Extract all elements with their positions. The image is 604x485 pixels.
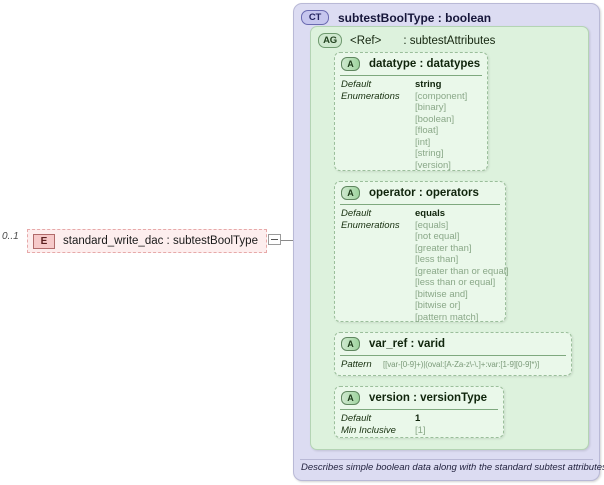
property-value: [1]: [415, 424, 426, 436]
enumeration-item: [float]: [415, 125, 439, 136]
attribute-name: datatype : datatypes: [369, 58, 481, 70]
complextype-documentation: Describes simple boolean data along with…: [301, 462, 604, 473]
enumeration-item: [boolean]: [415, 113, 455, 125]
enumeration-item: [greater than]: [415, 242, 472, 254]
property-min-inclusive: Min Inclusive [1]: [341, 425, 497, 437]
attribute-name: var_ref : varid: [369, 338, 446, 350]
enumeration-item: [not equal]: [415, 231, 460, 242]
property-label: Pattern: [341, 359, 372, 370]
attribute-box-var-ref[interactable]: A var_ref : varid Pattern [[var-[0-9]+)|…: [334, 332, 572, 376]
enumeration-item: [int]: [415, 136, 431, 148]
property-label: Min Inclusive: [341, 424, 396, 436]
property-value: string: [415, 79, 442, 90]
enumeration-item: [version]: [415, 159, 451, 171]
complextype-header: CT subtestBoolType : boolean: [301, 10, 491, 25]
attribute-badge-icon: A: [341, 186, 360, 200]
complextype-badge-icon: CT: [301, 10, 329, 25]
attribute-body: Pattern [[var-[0-9]+)|(oval:[A-Za-z\-\.]…: [335, 355, 571, 376]
attribute-header: A version : versionType: [335, 387, 503, 409]
attribute-group-header: AG <Ref> : subtestAttributes: [318, 33, 495, 48]
property-label: Default: [341, 413, 372, 424]
property-label: Default: [341, 208, 372, 219]
attribute-badge-icon: A: [341, 391, 360, 405]
property-enumerations: Enumerations [component]: [341, 91, 481, 103]
property-value: equals: [415, 208, 446, 219]
attribute-badge-icon: A: [341, 57, 360, 71]
attribute-header: A operator : operators: [335, 182, 505, 204]
property-label: Default: [341, 79, 372, 90]
divider: [340, 75, 482, 76]
property-value: [[var-[0-9]+)|(oval:[A-Za-z\-\.]+:var:[1…: [383, 360, 540, 369]
property-value: [equals]: [415, 219, 449, 231]
enumeration-item: [pattern match]: [415, 311, 479, 323]
attribute-box-version[interactable]: A version : versionType Default 1 Min In…: [334, 386, 504, 438]
attribute-group-ref: <Ref>: [350, 34, 382, 47]
collapse-minus-icon[interactable]: [268, 234, 281, 245]
element-label: standard_write_dac : subtestBoolType: [63, 235, 258, 247]
enumeration-list: [not equal] [greater than] [less than] […: [415, 231, 509, 323]
attribute-name: version : versionType: [369, 392, 488, 404]
attribute-header: A var_ref : varid: [335, 333, 571, 355]
enumeration-item: [binary]: [415, 102, 447, 113]
property-default: Default equals: [341, 208, 499, 220]
enumeration-item: [bitwise and]: [415, 288, 468, 300]
attributegroup-badge-icon: AG: [318, 33, 342, 48]
property-value: 1: [415, 413, 421, 424]
attribute-body: Default equals Enumerations [equals] [no…: [335, 204, 509, 328]
attribute-box-operator[interactable]: A operator : operators Default equals En…: [334, 181, 508, 323]
complextype-title: subtestBoolType : boolean: [338, 10, 492, 25]
enumeration-item: [bitwise or]: [415, 300, 461, 311]
enumeration-list: [binary] [boolean] [float] [int] [string…: [415, 102, 481, 171]
attribute-badge-icon: A: [341, 337, 360, 351]
enumeration-item: [less than]: [415, 254, 459, 265]
attribute-group-name: : subtestAttributes: [403, 34, 496, 47]
enumeration-item: [string]: [415, 148, 444, 159]
property-pattern: Pattern [[var-[0-9]+)|(oval:[A-Za-z\-\.]…: [341, 359, 565, 371]
attribute-group-title: <Ref> : subtestAttributes: [350, 35, 495, 47]
property-enumerations: Enumerations [equals]: [341, 220, 499, 232]
element-node-standard-write-dac[interactable]: E standard_write_dac : subtestBoolType: [27, 229, 267, 253]
property-default: Default 1: [341, 413, 497, 425]
element-cardinality: 0..1: [2, 231, 19, 242]
property-value: [component]: [415, 90, 468, 102]
enumeration-item: [greater than or equal]: [415, 265, 509, 277]
attribute-body: Default string Enumerations [component] …: [335, 75, 487, 176]
property-default: Default string: [341, 79, 481, 91]
enumeration-item: [less than or equal]: [415, 277, 496, 288]
divider: [340, 355, 566, 356]
element-badge-icon: E: [33, 233, 55, 249]
property-label: Enumerations: [341, 90, 400, 102]
divider: [340, 204, 500, 205]
divider: [300, 459, 593, 460]
property-label: Enumerations: [341, 219, 400, 231]
attribute-box-datatype[interactable]: A datatype : datatypes Default string En…: [334, 52, 488, 171]
attribute-body: Default 1 Min Inclusive [1]: [335, 409, 503, 441]
attribute-name: operator : operators: [369, 187, 479, 199]
divider: [340, 409, 498, 410]
attribute-header: A datatype : datatypes: [335, 53, 487, 75]
